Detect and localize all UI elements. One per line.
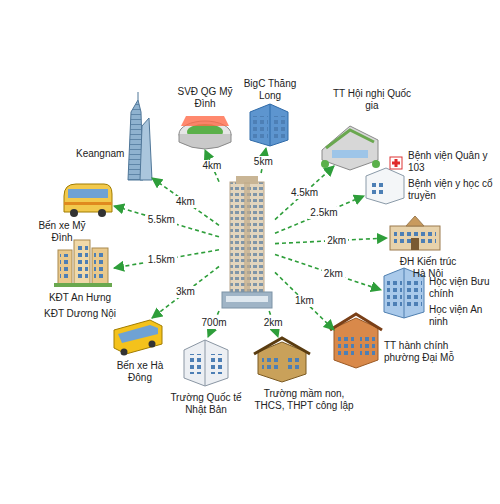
distance-label: 700m	[200, 317, 229, 329]
place-name: TT Hội nghị Quốc gia	[329, 88, 415, 112]
place-name: KĐT Dương Nội	[34, 308, 126, 320]
place-box: TT Hội nghị Quốc gia	[329, 88, 415, 112]
distance-label: 2km	[262, 317, 285, 329]
place-box: Bến xe Mỹ Đình	[30, 220, 94, 244]
conference-center	[321, 126, 380, 170]
place-name: TT hành chính phường Đại Mỗ	[384, 340, 474, 364]
distance-label: 4km	[174, 196, 197, 208]
place-box: Trường Quốc tế Nhật Bản	[164, 392, 248, 416]
university-building	[390, 216, 440, 250]
distance-label: 1km	[293, 295, 316, 307]
distance-arrow	[275, 196, 364, 233]
bus	[114, 320, 162, 356]
distance-label: 2km	[322, 268, 345, 280]
place-box: TT hành chính phường Đại Mỗ	[384, 340, 474, 364]
place-box: Bến xe Hà Đông	[109, 360, 171, 384]
place-box: Học viện Bưu chínhHọc viện An ninh	[429, 276, 497, 328]
distance-label: 2km	[325, 235, 348, 247]
distance-arrow	[275, 254, 381, 290]
place-box: SVĐ QG Mỹ Đình	[173, 86, 237, 110]
distance-label: 5.5km	[146, 214, 177, 226]
place-box: Trường mầm non, THCS, THPT công lập	[254, 388, 354, 412]
place-name: BigC Thăng Long	[233, 78, 307, 102]
place-box: Bệnh viện Quân y 103Bệnh viện y học cổ t…	[408, 150, 496, 202]
place-name: Keangnam	[76, 148, 124, 160]
place-name: Trường Quốc tế Nhật Bản	[164, 392, 248, 416]
keangnam-tower	[128, 92, 152, 180]
place-name: Bệnh viện Quân y 103	[408, 150, 496, 174]
stadium	[179, 116, 231, 149]
bigc-building	[250, 104, 288, 146]
distance-arrow	[114, 250, 219, 268]
place-name: Bệnh viện y học cổ truyền	[408, 178, 496, 202]
distance-arrow	[114, 206, 219, 237]
distance-label: 4.5km	[289, 187, 320, 199]
hospital	[366, 157, 404, 204]
place-name: Học viện Bưu chính	[429, 276, 497, 300]
distance-label: 4km	[201, 160, 224, 172]
distance-label: 3km	[174, 286, 197, 298]
place-name: Bến xe Mỹ Đình	[30, 220, 94, 244]
distance-label: 1.5km	[146, 254, 177, 266]
place-box: KĐT An HưngKĐT Dương Nội	[34, 292, 126, 320]
place-name: SVĐ QG Mỹ Đình	[173, 86, 237, 110]
place-name: Học viện An ninh	[429, 304, 497, 328]
place-name: Trường mầm non, THCS, THPT công lập	[254, 388, 354, 412]
urban-area	[54, 240, 112, 287]
distance-arrow	[152, 267, 219, 319]
distance-label: 5km	[252, 156, 275, 168]
place-box: BigC Thăng Long	[233, 78, 307, 102]
place-box: Keangnam	[76, 148, 124, 160]
distance-label: 2.5km	[308, 207, 339, 219]
place-name: Bến xe Hà Đông	[109, 360, 171, 384]
school-building	[254, 338, 310, 382]
admin-building	[330, 314, 382, 368]
central-building	[222, 176, 272, 308]
bus	[64, 184, 112, 217]
school-building	[184, 340, 228, 386]
place-name: KĐT An Hưng	[34, 292, 126, 304]
